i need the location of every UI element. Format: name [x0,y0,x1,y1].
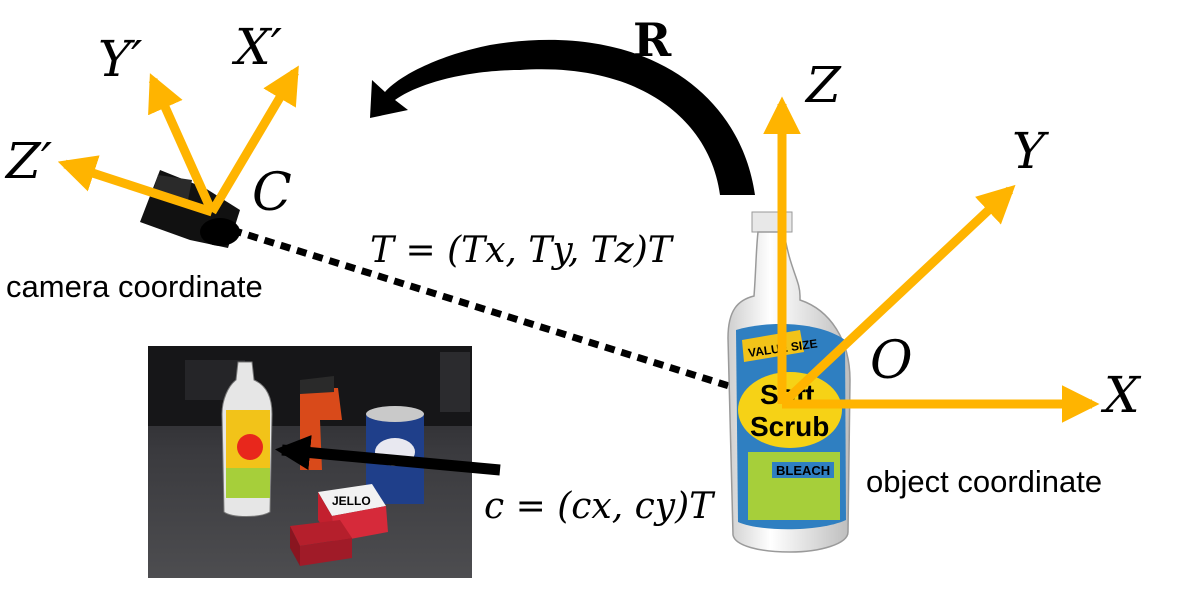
projection-arrow [274,435,501,476]
bottle-type: BLEACH [776,463,830,478]
object-coordinate-label: object coordinate [866,464,1102,499]
translation-label: T = (Tx, Ty, Tz)T [370,230,675,271]
camera-center-label: C [252,163,292,223]
photo-box-label: JELLO [332,494,371,508]
object-origin-label: O [870,331,913,391]
projected-center-label: c = (cx, cy)T [484,486,716,527]
object-axes [763,96,1100,423]
object-axis-y-arrow [778,184,1016,408]
object-axis-y-label: Y [1012,122,1049,180]
bottle-brand-line2: Scrub [750,411,829,442]
bottle-image: VALUE SIZE Soft Scrub BLEACH [727,211,851,553]
camera-axes [57,65,299,217]
camera-axis-y-arrow [148,73,217,214]
camera-coordinate-label: camera coordinate [6,269,263,304]
camera-axis-y-label: Y′ [98,30,143,88]
object-axis-x-label: X [1100,366,1142,424]
camera-axis-z-arrow [57,155,214,217]
projected-center-marker [237,434,263,460]
translation-line [230,226,782,406]
rotation-label: R [633,13,672,67]
rotation-arrow [370,39,755,195]
camera-axis-x-arrow [208,65,299,215]
camera-axis-x-label: X′ [231,18,283,76]
object-axis-z-label: Z [804,56,842,114]
camera-axis-z-label: Z′ [4,132,53,190]
